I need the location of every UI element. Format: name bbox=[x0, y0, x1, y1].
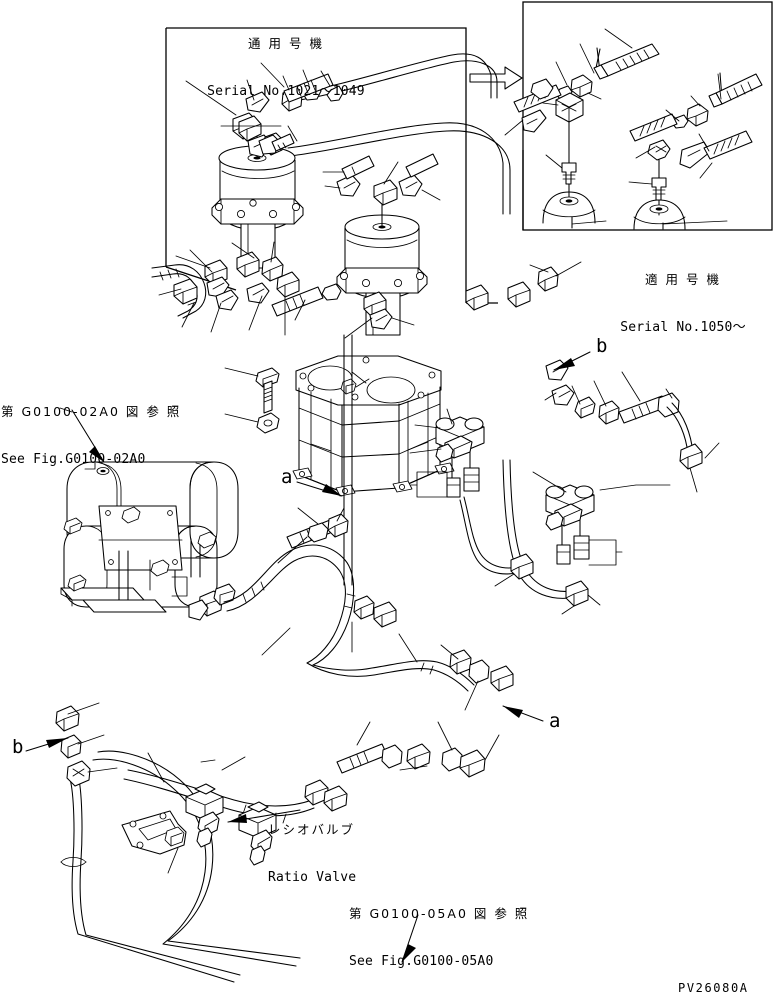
callout-b-left: b bbox=[12, 736, 24, 758]
hose-end-fittings-mid bbox=[261, 507, 514, 711]
control-valve-left bbox=[409, 408, 485, 498]
ref-left-en: See Fig.G0100-02A0 bbox=[1, 451, 146, 467]
top-serial-label: 通 用 号 機 Serial No.1021～1049 bbox=[196, 2, 376, 116]
top-serial-en: Serial No.1021～1049 bbox=[207, 83, 365, 99]
ref-bottom-en: See Fig.G0100-05A0 bbox=[349, 953, 494, 969]
ref-bottom-jp: 第 G0100-05A0 図 参 照 bbox=[349, 905, 530, 921]
callout-arrow-b-right bbox=[553, 351, 591, 371]
fitting-cluster-booster-neck bbox=[220, 115, 298, 158]
brake-booster-lower bbox=[336, 194, 428, 336]
drawing-number: PV26080A bbox=[678, 981, 749, 995]
air-line-lower-left-run bbox=[223, 544, 375, 677]
air-line-bottom-run bbox=[60, 750, 301, 983]
ratio-valve-en: Ratio Valve bbox=[268, 869, 357, 885]
fitting-cluster-booster2-top bbox=[322, 153, 441, 206]
ratio-valve-mounting-plate bbox=[121, 810, 187, 874]
ratio-valve bbox=[185, 783, 224, 848]
ratio-valve-label: レシオバルブ Ratio Valve bbox=[268, 788, 356, 902]
callout-arrow-a-right bbox=[502, 705, 544, 722]
callout-a-right: a bbox=[549, 710, 561, 732]
inset-serial-jp: 適 用 号 機 bbox=[645, 271, 721, 287]
air-line-lower-right-run bbox=[371, 660, 475, 692]
ref-left-label: 第 G0100-02A0 図 参 照 See Fig.G0100-02A0 bbox=[1, 370, 181, 484]
ratio-valve-leader bbox=[227, 809, 301, 823]
ref-left-jp: 第 G0100-02A0 図 参 照 bbox=[1, 403, 182, 419]
air-reservoir-tank-assembly bbox=[60, 409, 239, 613]
mounting-bracket-frame bbox=[292, 355, 455, 497]
callout-a-center: a bbox=[281, 466, 293, 488]
fitting-cluster-mid-left bbox=[151, 241, 342, 336]
ref-left-leader bbox=[59, 407, 73, 413]
ratio-valve-second bbox=[238, 801, 277, 866]
inset-box-frame bbox=[522, 1, 773, 231]
top-serial-jp: 通 用 号 機 bbox=[248, 35, 324, 51]
control-valve-right bbox=[532, 471, 671, 566]
callout-b-right: b bbox=[596, 335, 608, 357]
fitting-cluster-right-upper bbox=[344, 261, 582, 339]
fitting-cluster-bottom-left bbox=[55, 702, 118, 787]
transfer-arrow-icon bbox=[469, 66, 523, 90]
ref-bottom-leader bbox=[401, 914, 419, 963]
hose-end-fittings-right-lower bbox=[494, 553, 601, 615]
fitting-cluster-right-b bbox=[544, 359, 720, 493]
air-line-vertical-center bbox=[343, 334, 353, 586]
hose-end-fittings-bottom bbox=[147, 721, 500, 812]
inset-serial-label: 適 用 号 機 Serial No.1050～ bbox=[593, 238, 773, 352]
ratio-valve-jp: レシオバルブ bbox=[268, 821, 356, 837]
inset-assembly-right bbox=[628, 72, 763, 230]
air-line-hose-mid bbox=[287, 122, 511, 215]
ref-bottom-label: 第 G0100-05A0 図 参 照 See Fig.G0100-05A0 bbox=[349, 872, 529, 986]
callout-arrow-a-center bbox=[296, 481, 343, 497]
tank-outlet-fittings bbox=[188, 583, 236, 621]
bolt-and-washer bbox=[224, 367, 280, 434]
inset-serial-en: Serial No.1050～ bbox=[620, 319, 746, 335]
callout-arrow-b-left bbox=[25, 737, 69, 752]
inset-assembly-left bbox=[504, 28, 660, 229]
